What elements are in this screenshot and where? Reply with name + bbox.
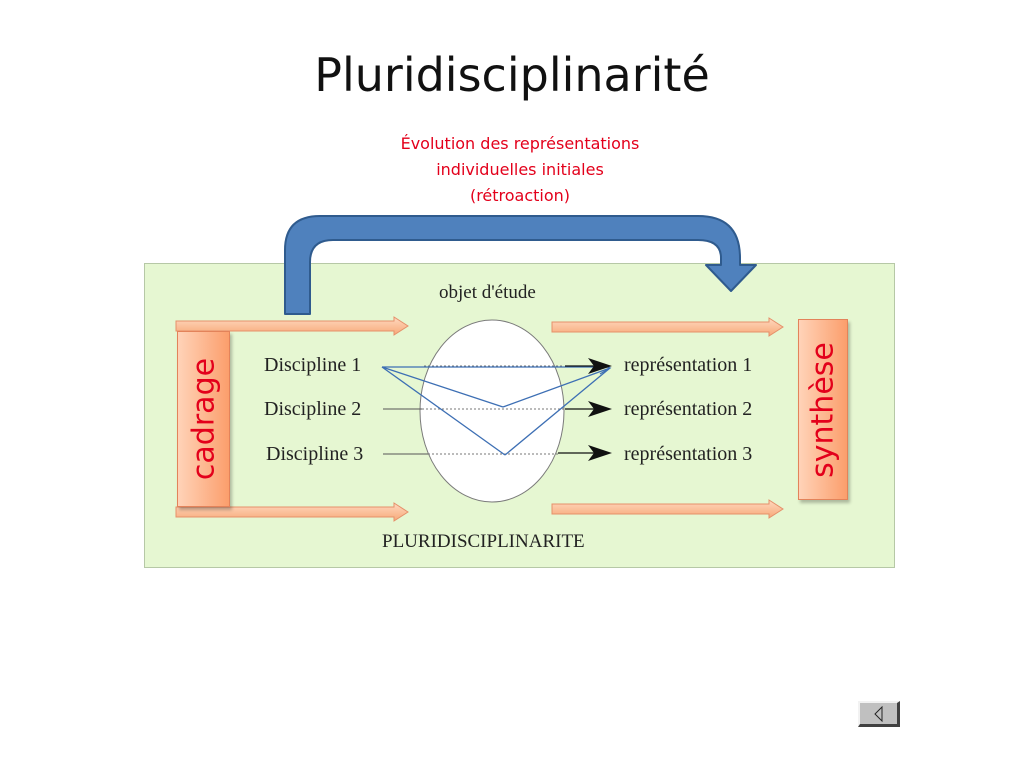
feedback-arrow — [284, 215, 757, 315]
discipline-2-label: Discipline 2 — [264, 398, 362, 420]
bottom-left-arrow — [175, 502, 409, 522]
blue-connections — [381, 362, 612, 456]
representation-arrows — [558, 358, 612, 461]
representation-2-label: représentation 2 — [624, 398, 753, 420]
object-ellipse — [419, 319, 565, 503]
discipline-3-label: Discipline 3 — [266, 443, 364, 465]
back-button[interactable] — [858, 701, 900, 727]
synthese-label: synthèse — [805, 341, 841, 478]
discipline-1-label: Discipline 1 — [264, 354, 362, 376]
cadrage-box: cadrage — [177, 331, 230, 507]
caption-line-1: Évolution des représentations — [400, 134, 640, 153]
back-triangle-icon — [874, 706, 883, 722]
synthese-box: synthèse — [798, 319, 848, 500]
slide-title: Pluridisciplinarité — [314, 48, 710, 102]
caption-line-3: (rétroaction) — [469, 186, 571, 205]
representation-1-label: représentation 1 — [624, 354, 753, 376]
cadrage-label: cadrage — [186, 357, 221, 481]
feedback-caption: Évolution des représentations individuel… — [362, 131, 678, 209]
caption-line-2: individuelles initiales — [436, 160, 604, 179]
object-label: objet d'étude — [439, 282, 536, 303]
pluridisciplinarite-label: PLURIDISCIPLINARITE — [382, 531, 585, 552]
representation-3-label: représentation 3 — [624, 443, 753, 465]
bottom-right-arrow — [551, 499, 784, 519]
top-right-arrow — [551, 317, 784, 337]
